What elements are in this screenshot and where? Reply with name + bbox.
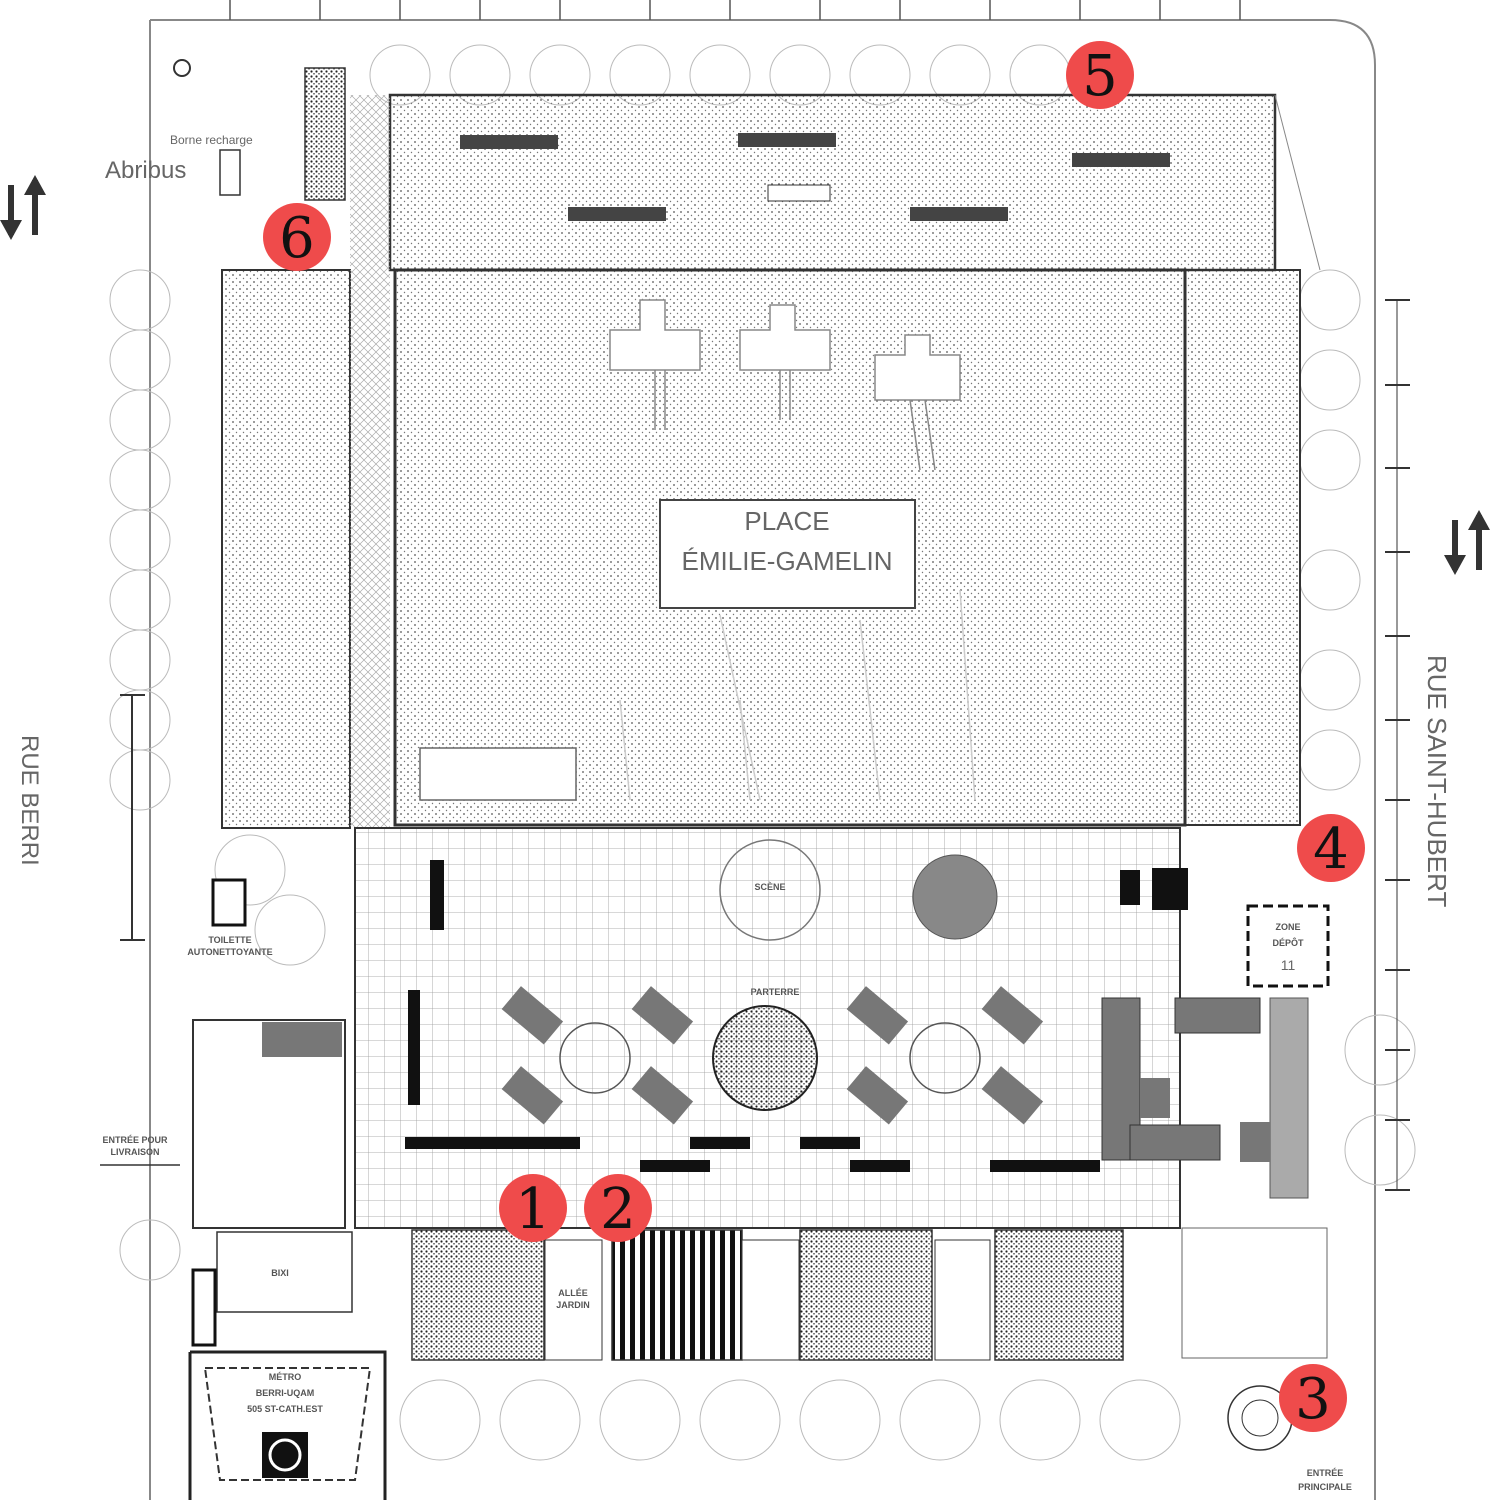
marker-5-label: 5 (1082, 44, 1118, 109)
marker-3-label: 3 (1295, 1367, 1331, 1432)
west-garden (221, 269, 351, 829)
marker-2: 2 (584, 1174, 652, 1242)
marker-1: 1 (499, 1174, 567, 1242)
sculptures (609, 299, 976, 801)
toilettes-l2: AUTONETTOYANTE (187, 947, 272, 957)
borne-label: Borne recharge (170, 133, 253, 147)
marker-4: 4 (1297, 814, 1365, 882)
metro-l1: MÉTRO (269, 1372, 302, 1382)
marker-2-label: 2 (600, 1177, 636, 1242)
curb-top (229, 0, 1241, 20)
tree-canopies (109, 44, 1416, 1461)
bus-shelter-pad (304, 67, 346, 201)
street-west: RUE BERRI (16, 735, 43, 866)
metro-entrance (188, 1350, 387, 1500)
zone-depot-l1: ZONE (1275, 922, 1300, 932)
entree-principale-l1: ENTRÉE (1307, 1468, 1344, 1478)
livraison-l1: ENTRÉE POUR (102, 1135, 168, 1145)
delivery-building (192, 1019, 346, 1229)
south-gardens (411, 1229, 1124, 1361)
traffic-arrows-east (1444, 510, 1490, 575)
plaza-name-box (659, 499, 916, 609)
zone-depot-l2: DÉPÔT (1272, 937, 1304, 948)
abribus-label: Abribus (105, 157, 186, 184)
parterre-label: PARTERRE (751, 987, 800, 997)
traffic-arrows-west (0, 175, 46, 240)
plaza-name-line2: ÉMILIE-GAMELIN (682, 546, 893, 576)
allee-label: ALLÉE (558, 1288, 588, 1298)
scene-label: SCÈNE (754, 882, 785, 892)
entree-principale-l2: PRINCIPALE (1298, 1482, 1352, 1492)
livraison-l2: LIVRAISON (110, 1147, 159, 1157)
benches-north (460, 133, 1170, 221)
east-curb-ticks (1385, 299, 1410, 1191)
marker-3: 3 (1279, 1364, 1347, 1432)
site-boundary (149, 19, 1376, 1500)
metro-l3: 505 ST-CATH.EST (247, 1404, 323, 1414)
street-east: RUE SAINT-HUBERT (1422, 655, 1452, 907)
east-garden (1184, 269, 1301, 826)
marker-6: 6 (263, 203, 331, 271)
marker-1-label: 1 (515, 1177, 551, 1242)
plaza-name-line1: PLACE (744, 506, 829, 536)
west-curb-ticks (120, 694, 145, 941)
north-garden (388, 93, 1277, 272)
marker-5: 5 (1066, 41, 1134, 109)
zone-depot (1246, 904, 1330, 988)
marker-6-label: 6 (279, 206, 315, 271)
zone-depot-l3: 11 (1281, 957, 1296, 973)
toilettes-l1: TOILETTE (208, 935, 251, 945)
planter-walls (405, 860, 1188, 1172)
round-tables (559, 854, 998, 1111)
metro-l2: BERRI-UQAM (256, 1388, 315, 1398)
marker-4-label: 4 (1313, 817, 1349, 882)
bixi-label: BIXI (271, 1268, 289, 1278)
jardin-label: JARDIN (556, 1300, 590, 1310)
table-sets (501, 986, 1044, 1125)
